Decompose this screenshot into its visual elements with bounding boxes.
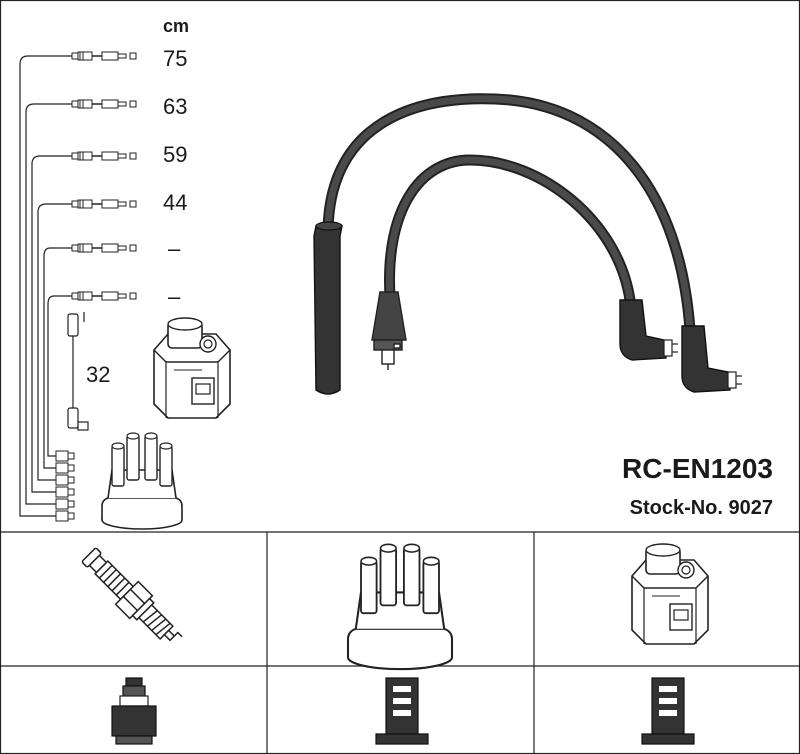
spark-plug-connector-icon bbox=[111, 677, 157, 745]
length-label: – bbox=[168, 236, 181, 261]
coil-boot bbox=[313, 221, 343, 395]
distributor-cap-small-icon bbox=[101, 432, 183, 530]
length-label: – bbox=[168, 284, 181, 309]
unit-label: cm bbox=[163, 16, 189, 36]
length-label: 75 bbox=[163, 46, 187, 71]
lead-connectors bbox=[71, 51, 137, 301]
length-label: 59 bbox=[163, 142, 187, 167]
lead-length-list bbox=[19, 55, 72, 517]
length-label: 44 bbox=[163, 190, 187, 215]
coil-connector-icon bbox=[641, 677, 695, 745]
ignition-coil-icon bbox=[631, 543, 709, 645]
coil-lead bbox=[67, 312, 89, 431]
lead-terminals bbox=[55, 450, 75, 522]
ignition-cables bbox=[322, 93, 696, 336]
coil-small-icon bbox=[153, 317, 231, 419]
distributor-cap-icon bbox=[346, 543, 454, 671]
distributor-boot bbox=[371, 291, 407, 370]
part-number: RC-EN1203 bbox=[622, 453, 773, 484]
plug-boot-1 bbox=[619, 299, 678, 361]
plug-boot-2 bbox=[681, 325, 742, 393]
length-label: 63 bbox=[163, 94, 187, 119]
stock-number: Stock-No. 9027 bbox=[630, 497, 773, 519]
distributor-connector-icon bbox=[375, 677, 429, 745]
spark-plug-icon bbox=[81, 547, 183, 642]
coil-lead-length-label: 32 bbox=[86, 362, 110, 387]
